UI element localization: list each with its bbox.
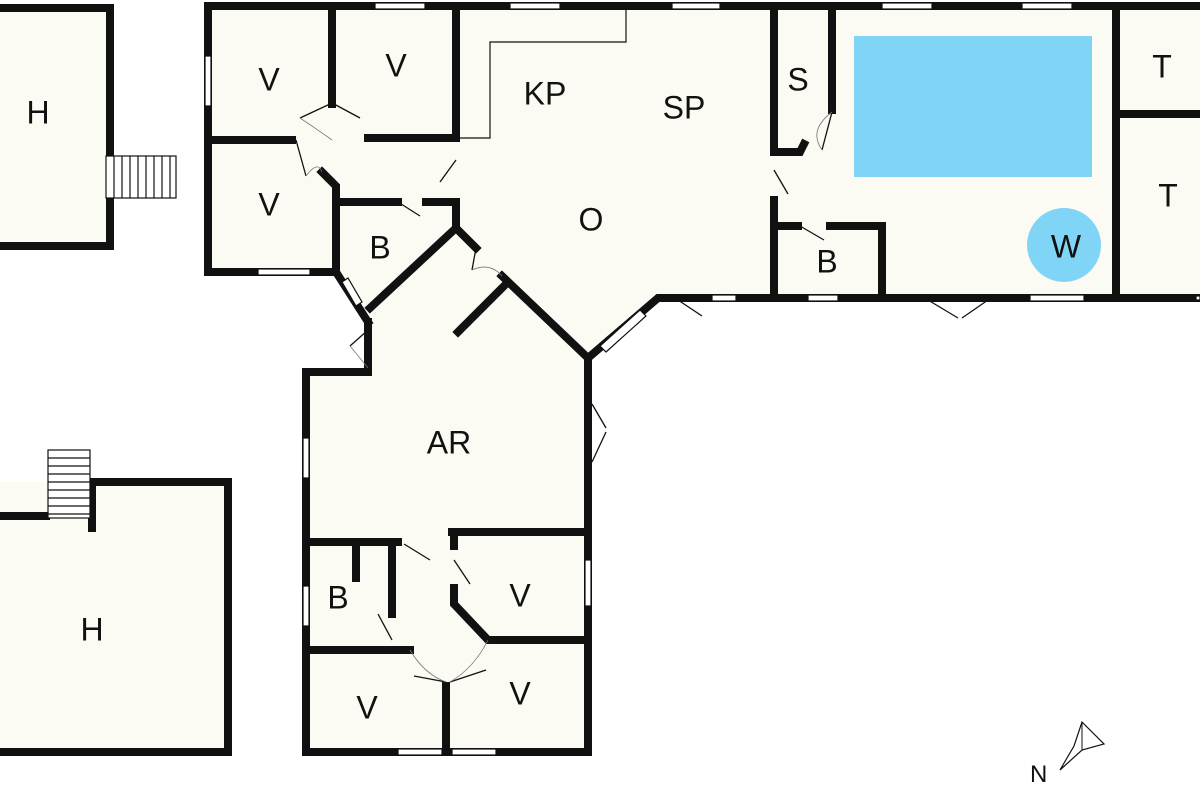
floor-areas [0, 6, 1200, 754]
outbuilding-top-walls [0, 4, 114, 250]
label-house-bottom-left: H [80, 611, 103, 647]
label-activity-room: AR [427, 424, 471, 460]
north-arrow: N [1030, 720, 1106, 788]
label-bedroom-2: V [385, 47, 407, 83]
label-bedroom-6: V [509, 675, 531, 711]
label-bedroom-1: V [258, 61, 280, 97]
swimming-pool [854, 36, 1092, 177]
label-room-t1: T [1152, 48, 1172, 84]
label-bedroom-5: V [356, 689, 378, 725]
label-room-t2: T [1158, 177, 1178, 213]
stairs-bottom [47, 449, 91, 519]
doors [295, 103, 989, 683]
label-dining: SP [663, 89, 706, 125]
label-bathroom-1: B [369, 229, 390, 265]
stairs-top [105, 155, 177, 199]
label-kitchen: KP [524, 75, 567, 111]
windows [204, 2, 1200, 756]
label-sauna: S [787, 61, 808, 97]
label-bedroom-3: V [258, 186, 280, 222]
label-whirlpool: W [1051, 228, 1082, 264]
outbuilding-bottom-walls [0, 478, 232, 756]
label-living-room: O [579, 201, 604, 237]
room-labels: H V V V B KP SP O S B W T T AR B V V V H [26, 47, 1177, 725]
label-bathroom-3: B [327, 579, 348, 615]
whirlpool-tub [1027, 208, 1101, 282]
kitchen-counter-outline [458, 6, 627, 139]
north-label: N [1030, 761, 1047, 788]
label-bathroom-2: B [816, 243, 837, 279]
label-house-top-left: H [26, 94, 49, 130]
label-bedroom-4: V [509, 577, 531, 613]
